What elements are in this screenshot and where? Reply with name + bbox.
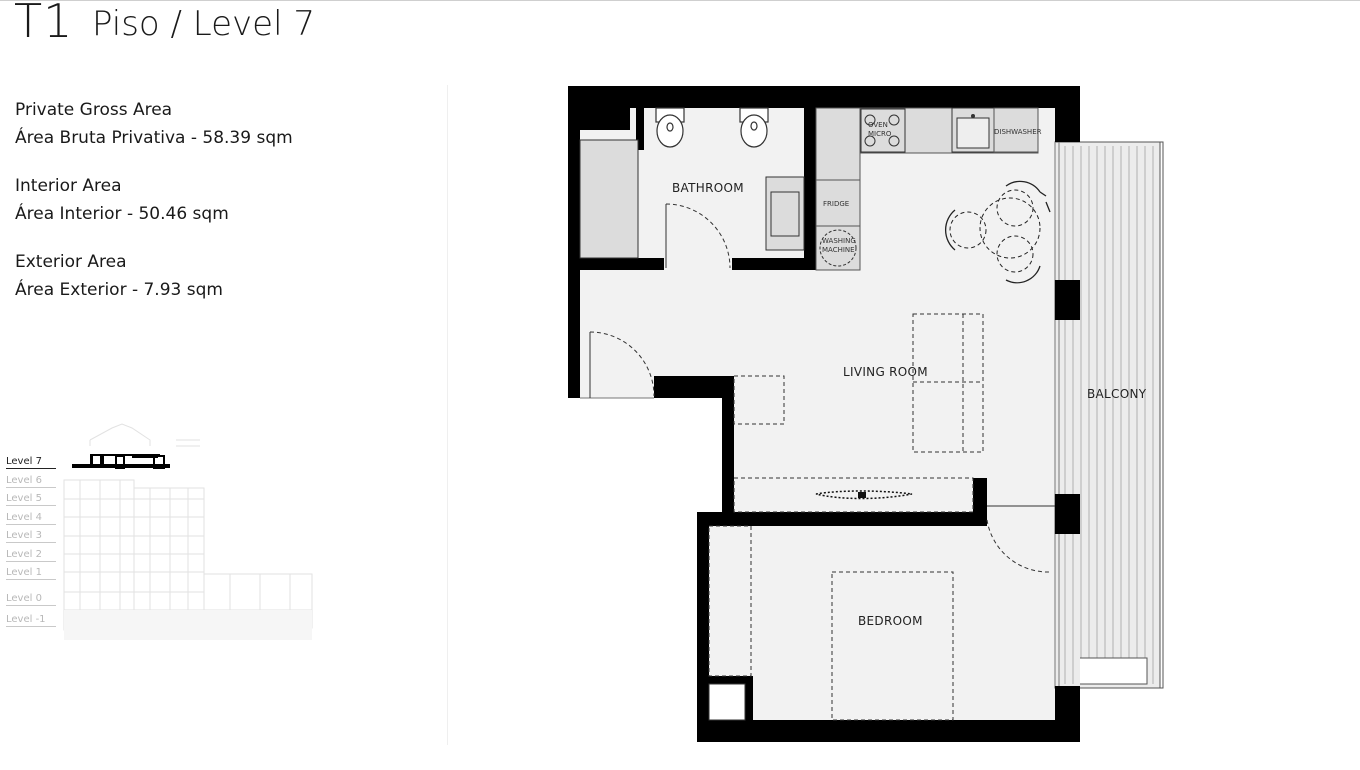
entry-door-swing [589,331,655,397]
dishwasher-label: DISHWASHER [994,128,1042,136]
room-label-balcony: BALCONY [1087,387,1147,401]
level-label-2[interactable]: Level 2 [6,549,56,562]
area-summary: Private Gross Area Área Bruta Privativa … [15,96,293,324]
level-label-7[interactable]: Level 7 [6,456,56,469]
balcony-area [1054,141,1164,689]
area-label-pt: Área Bruta Privativa - 58.39 sqm [15,128,293,148]
tv [815,490,913,500]
dining-table [949,189,1041,273]
level-7-highlight [72,454,170,469]
bathroom-door-swing [665,203,731,269]
top-rule [0,0,1360,1]
washing-label-2: MACHINE [822,246,855,254]
area-label-en: Private Gross Area [15,100,173,120]
bed [831,571,954,721]
level-label-1[interactable]: Level 1 [6,567,56,580]
area-private-gross: Private Gross Area Área Bruta Privativa … [15,96,293,152]
bedroom-door-swing [986,519,1051,573]
separator-line [447,85,448,745]
area-exterior: Exterior Area Área Exterior - 7.93 sqm [15,248,293,304]
floor-area [568,88,1080,742]
area-label-pt: Área Interior - 50.46 sqm [15,204,229,224]
sofa [912,313,984,453]
balcony-planter [1080,657,1148,685]
floor-plan: OVEN MICRO DISHWASHER FRIDGE WASHING MAC… [560,80,1180,754]
floor-plan-drawing: OVEN MICRO DISHWASHER FRIDGE WASHING MAC… [568,86,1164,742]
area-interior: Interior Area Área Interior - 50.46 sqm [15,172,293,228]
room-label-bathroom: BATHROOM [672,181,744,195]
room-label-living-room: LIVING ROOM [843,365,928,379]
fridge-label: FRIDGE [823,200,849,208]
walls [568,86,1080,742]
area-label-en: Exterior Area [15,252,127,272]
level-label-3[interactable]: Level 3 [6,530,56,543]
unit-code: T1 [14,0,74,48]
room-label-bedroom: BEDROOM [858,614,923,628]
micro-label: MICRO [868,130,892,138]
tv-console [733,477,974,513]
ground-section [64,610,312,640]
level-label-4[interactable]: Level 4 [6,512,56,525]
level-label-minus-1[interactable]: Level -1 [6,614,56,627]
level-label-0[interactable]: Level 0 [6,593,56,606]
building-section: Level 7 Level 6 Level 5 Level 4 Level 3 … [0,420,320,650]
fridge [815,179,861,227]
wardrobe [708,525,752,677]
level-title: Piso / Level 7 [92,4,315,44]
oven-label: OVEN [868,121,888,129]
level-label-5[interactable]: Level 5 [6,493,56,506]
level-label-6[interactable]: Level 6 [6,475,56,488]
dining-chairs [945,180,1051,284]
building-section-drawing [63,423,313,640]
armchair [733,375,785,425]
cooktop [860,108,906,153]
area-label-pt: Área Exterior - 7.93 sqm [15,280,223,300]
washing-label-1: WASHING [822,237,856,245]
dishwasher [993,107,1039,153]
bedroom-column [708,683,746,721]
area-label-en: Interior Area [15,176,122,196]
bathtub [579,139,639,259]
toilet-and-bidet [655,107,769,148]
washing-machine [815,225,861,271]
